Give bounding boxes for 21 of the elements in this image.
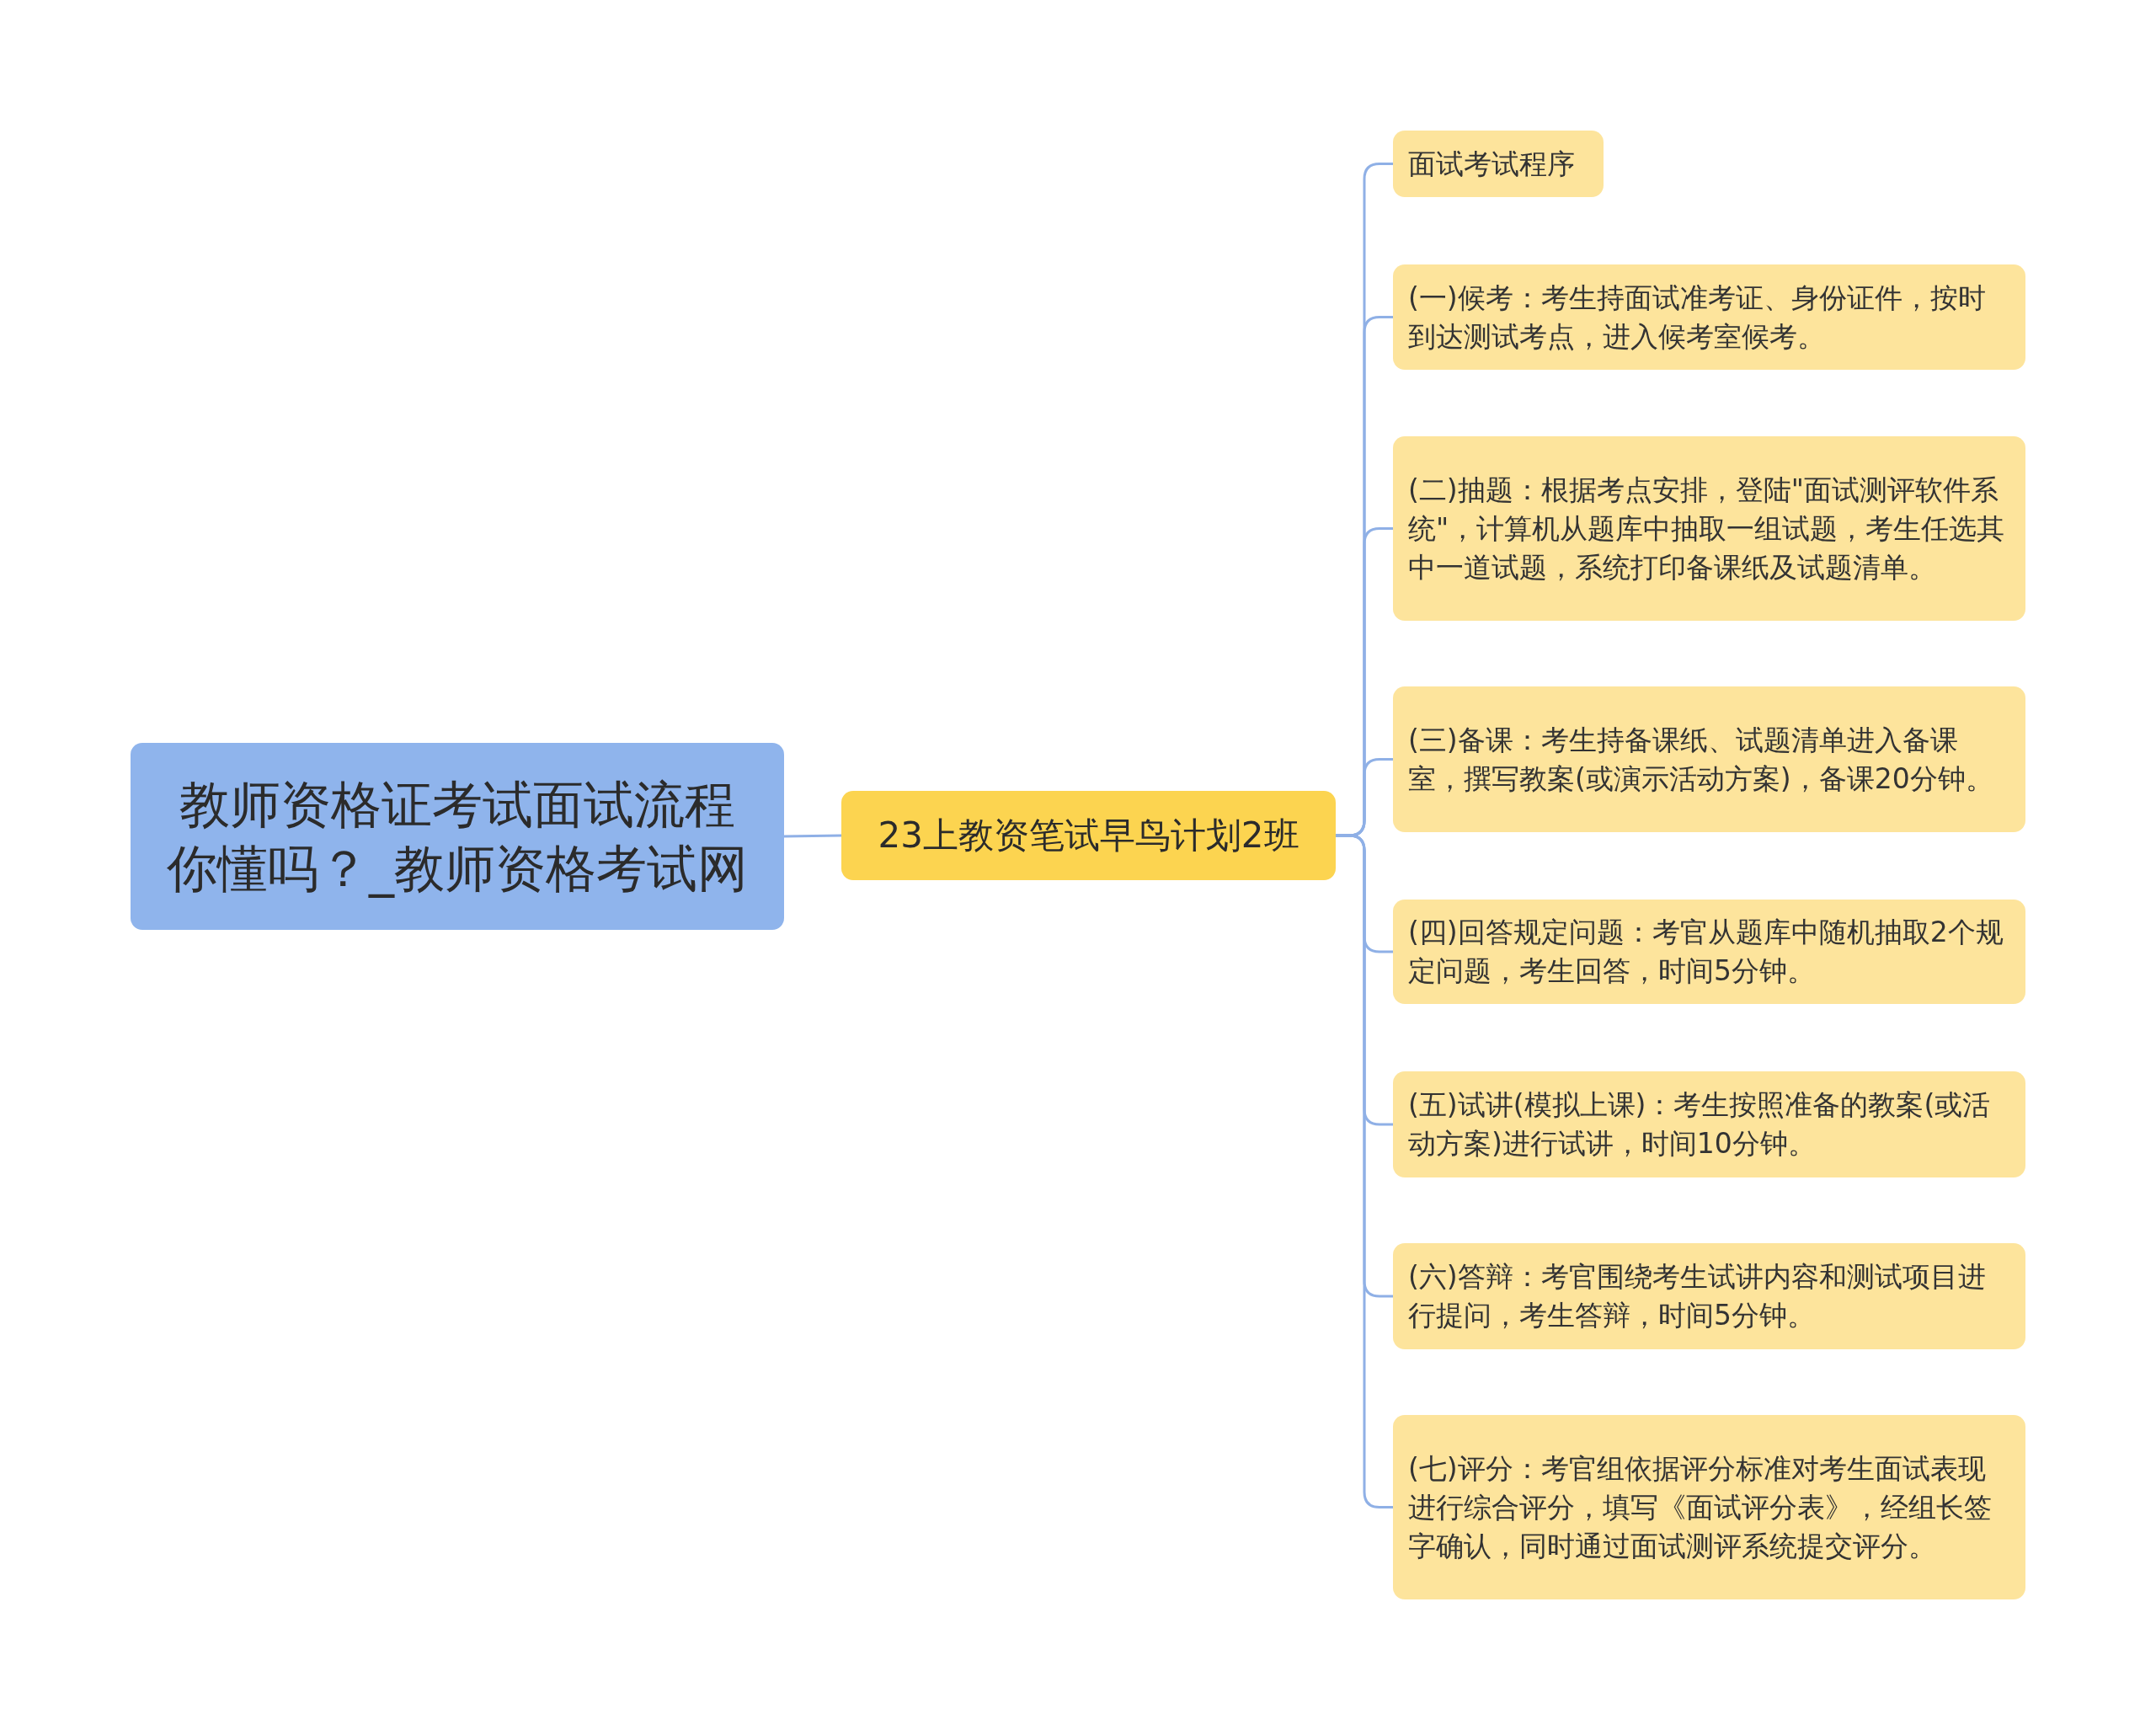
- step-box: [1393, 1071, 2025, 1177]
- node-text: (六)答辩：考官围绕考生试讲内容和测试项目进行提问，考生答辩，时间5分钟。: [1408, 1259, 1987, 1333]
- node-text: 教师资格证考试面试流程你懂吗？_教师资格考试网: [166, 774, 749, 900]
- connector-line: [783, 834, 842, 838]
- node-text: (五)试讲(模拟上课)：考生按照准备的教案(或活动方案)进行试讲，时间10分钟。: [1408, 1087, 1992, 1161]
- step-box: [1393, 900, 2025, 1004]
- node-text: (四)回答规定问题：考官从题库中随机抽取2个规定问题，考生回答，时间5分钟。: [1408, 915, 2004, 989]
- node-text: 面试考试程序: [1408, 146, 1575, 182]
- topic-box: [131, 743, 784, 930]
- step-box: [1393, 436, 2025, 621]
- node-text: (三)备课：考生持备课纸、试题清单进入备课室，撰写教案(或演示活动方案)，备课20分钟。: [1408, 722, 1994, 797]
- step-box: [1393, 131, 1604, 197]
- step-box: [1393, 1243, 2025, 1349]
- node-text: (一)候考：考生持面试准考证、身份证件，按时到达测试考点，进入候考室候考。: [1408, 280, 1987, 355]
- subtopic-box: [841, 791, 1336, 880]
- step-box: [1393, 1415, 2025, 1599]
- step-box: [1393, 686, 2025, 832]
- node-text: (二)抽题：根据考点安排，登陆"面试测评软件系统"，计算机从题库中抽取一组试题，考生任选其中一道试题，系统打印备课纸及试题清单。: [1408, 472, 2006, 585]
- node-text: (七)评分：考官组依据评分标准对考生面试表现进行综合评分，填写《面试评分表》，经组长签字确认，同时通过面试测评系统提交评分。: [1408, 1450, 1993, 1564]
- node-text: 23上教资笔试早鸟计划2班: [878, 814, 1299, 857]
- step-box: [1393, 264, 2025, 370]
